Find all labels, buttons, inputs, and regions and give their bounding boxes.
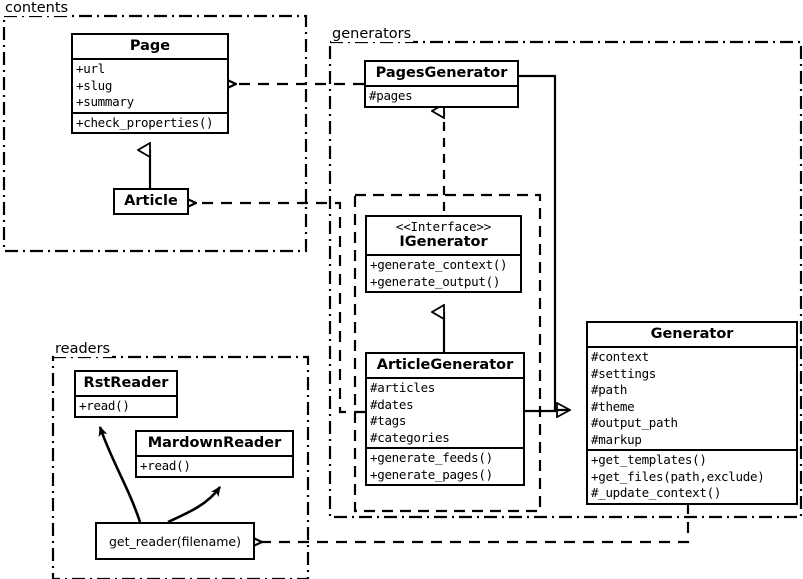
- class-methods-articlegenerator: +generate_feeds() +generate_pages(): [367, 449, 523, 484]
- class-methods-generator: +get_templates() +get_files(path,exclude…: [588, 451, 796, 503]
- class-box-mardownreader[interactable]: MardownReader +read(): [135, 430, 294, 478]
- package-label-contents: contents: [4, 0, 71, 16]
- attribute-row: #markup: [591, 431, 642, 447]
- attribute-row: #settings: [591, 365, 657, 381]
- package-label-readers: readers: [54, 341, 113, 357]
- class-box-page[interactable]: Page +url +slug +summary +check_properti…: [71, 33, 229, 135]
- attribute-row: #context: [591, 349, 649, 365]
- function-box-get-reader[interactable]: get_reader(filename): [95, 522, 255, 560]
- edge-articlegenerator-depends-article: [196, 203, 365, 414]
- attribute-row: #categories: [370, 429, 450, 445]
- method-row: #_update_context(): [591, 485, 722, 501]
- class-box-igenerator[interactable]: <<Interface>> IGenerator +generate_conte…: [365, 215, 522, 294]
- method-row: +get_templates(): [591, 452, 707, 468]
- class-name-mardownreader: MardownReader: [147, 435, 282, 451]
- attribute-row: #pages: [369, 88, 413, 104]
- class-name-text: IGenerator: [399, 234, 488, 250]
- method-row: +generate_output(): [370, 273, 501, 289]
- method-row: +check_properties(): [76, 114, 214, 130]
- attribute-row: #tags: [370, 413, 407, 429]
- class-methods-rstreader: +read(): [76, 397, 176, 416]
- class-box-pagesgenerator[interactable]: PagesGenerator #pages: [364, 60, 519, 108]
- edge-getreader-creates-rstreader: [98, 426, 142, 523]
- class-name-igenerator: <<Interface>> IGenerator: [367, 217, 520, 254]
- class-stereotype-igenerator: <<Interface>>: [395, 219, 492, 234]
- attribute-row: #articles: [370, 380, 436, 396]
- class-name-articlegenerator: ArticleGenerator: [376, 357, 514, 373]
- method-row: +generate_pages(): [370, 466, 493, 482]
- attribute-row: +summary: [76, 94, 134, 110]
- edge-getreader-creates-mardownreader: [167, 486, 222, 524]
- edge-generator-depends-getreader: [262, 503, 690, 542]
- class-name-generator: Generator: [650, 326, 734, 342]
- edge-articlegenerator-extends-generator: [525, 408, 570, 413]
- class-box-generator[interactable]: Generator #context #settings #path #them…: [586, 321, 798, 505]
- class-methods-igenerator: +generate_context() +generate_output(): [367, 256, 520, 291]
- edge-pagesgenerator-extends-generator: [519, 74, 570, 410]
- class-name-article: Article: [124, 193, 178, 209]
- class-box-articlegenerator[interactable]: ArticleGenerator #articles #dates #tags …: [365, 352, 525, 487]
- attribute-row: #output_path: [591, 415, 678, 431]
- method-row: +generate_context(): [370, 257, 508, 273]
- attribute-row: +url: [76, 61, 105, 77]
- method-row: +read(): [79, 398, 130, 414]
- attribute-row: #dates: [370, 396, 414, 412]
- class-name-rstreader: RstReader: [83, 375, 169, 391]
- package-label-generators: generators: [331, 26, 414, 42]
- class-name-pagesgenerator: PagesGenerator: [375, 65, 508, 81]
- class-attributes-articlegenerator: #articles #dates #tags #categories: [367, 379, 523, 447]
- function-label-get-reader: get_reader(filename): [109, 533, 241, 549]
- method-row: +get_files(path,exclude): [591, 468, 765, 484]
- method-row: +read(): [140, 458, 191, 474]
- attribute-row: +slug: [76, 77, 113, 93]
- class-attributes-page: +url +slug +summary: [73, 60, 227, 112]
- attribute-row: #path: [591, 382, 628, 398]
- class-methods-page: +check_properties(): [73, 114, 227, 133]
- class-attributes-generator: #context #settings #path #theme #output_…: [588, 348, 796, 449]
- method-row: +generate_feeds(): [370, 450, 493, 466]
- class-box-article[interactable]: Article: [113, 188, 189, 216]
- class-methods-mardownreader: +read(): [137, 457, 292, 476]
- class-attributes-pagesgenerator: #pages: [366, 87, 517, 106]
- class-name-page: Page: [129, 38, 171, 54]
- attribute-row: #theme: [591, 398, 635, 414]
- class-box-rstreader[interactable]: RstReader +read(): [74, 370, 178, 418]
